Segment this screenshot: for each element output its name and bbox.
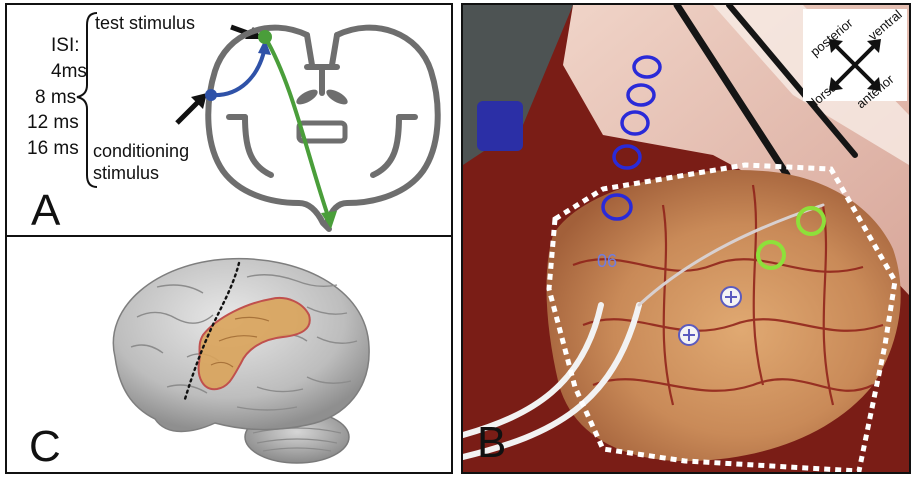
panel-b: 06 xyxy=(461,3,911,474)
panel-c-letter: C xyxy=(29,422,61,471)
isi-value-12ms: 12 ms xyxy=(27,112,79,133)
blue-retractor xyxy=(477,101,523,151)
ventricle-left xyxy=(294,87,320,108)
conditioning-label-line2: stimulus xyxy=(93,163,159,183)
isi-value-16ms: 16 ms xyxy=(27,138,79,159)
ventricle-right xyxy=(324,87,350,108)
isi-value-8ms: 8 ms xyxy=(35,87,76,108)
panel-b-letter: B xyxy=(477,418,506,467)
panel-a-diagram: ISI: 4ms 8 ms 12 ms 16 ms test stimulus … xyxy=(7,5,451,235)
panel-c: C xyxy=(5,236,453,474)
panel-a: ISI: 4ms 8 ms 12 ms 16 ms test stimulus … xyxy=(5,3,453,236)
conditioning-pointer-arrow xyxy=(177,93,207,123)
conditioning-stimulus-dot xyxy=(205,89,217,101)
conditioning-label-line1: conditioning xyxy=(93,141,189,161)
electrode-number-label: 06 xyxy=(597,251,617,271)
panel-b-photo: 06 xyxy=(463,5,909,472)
isi-label: ISI: xyxy=(51,35,80,56)
isi-value-4ms: 4ms xyxy=(51,61,87,82)
panel-a-letter: A xyxy=(31,186,61,235)
test-stimulus-dot xyxy=(258,30,272,44)
test-stimulus-label: test stimulus xyxy=(95,13,195,33)
orientation-inset: posterior ventral dorsal anterior xyxy=(803,7,907,112)
conditioning-path xyxy=(211,47,265,95)
panel-c-diagram: C xyxy=(7,237,451,473)
